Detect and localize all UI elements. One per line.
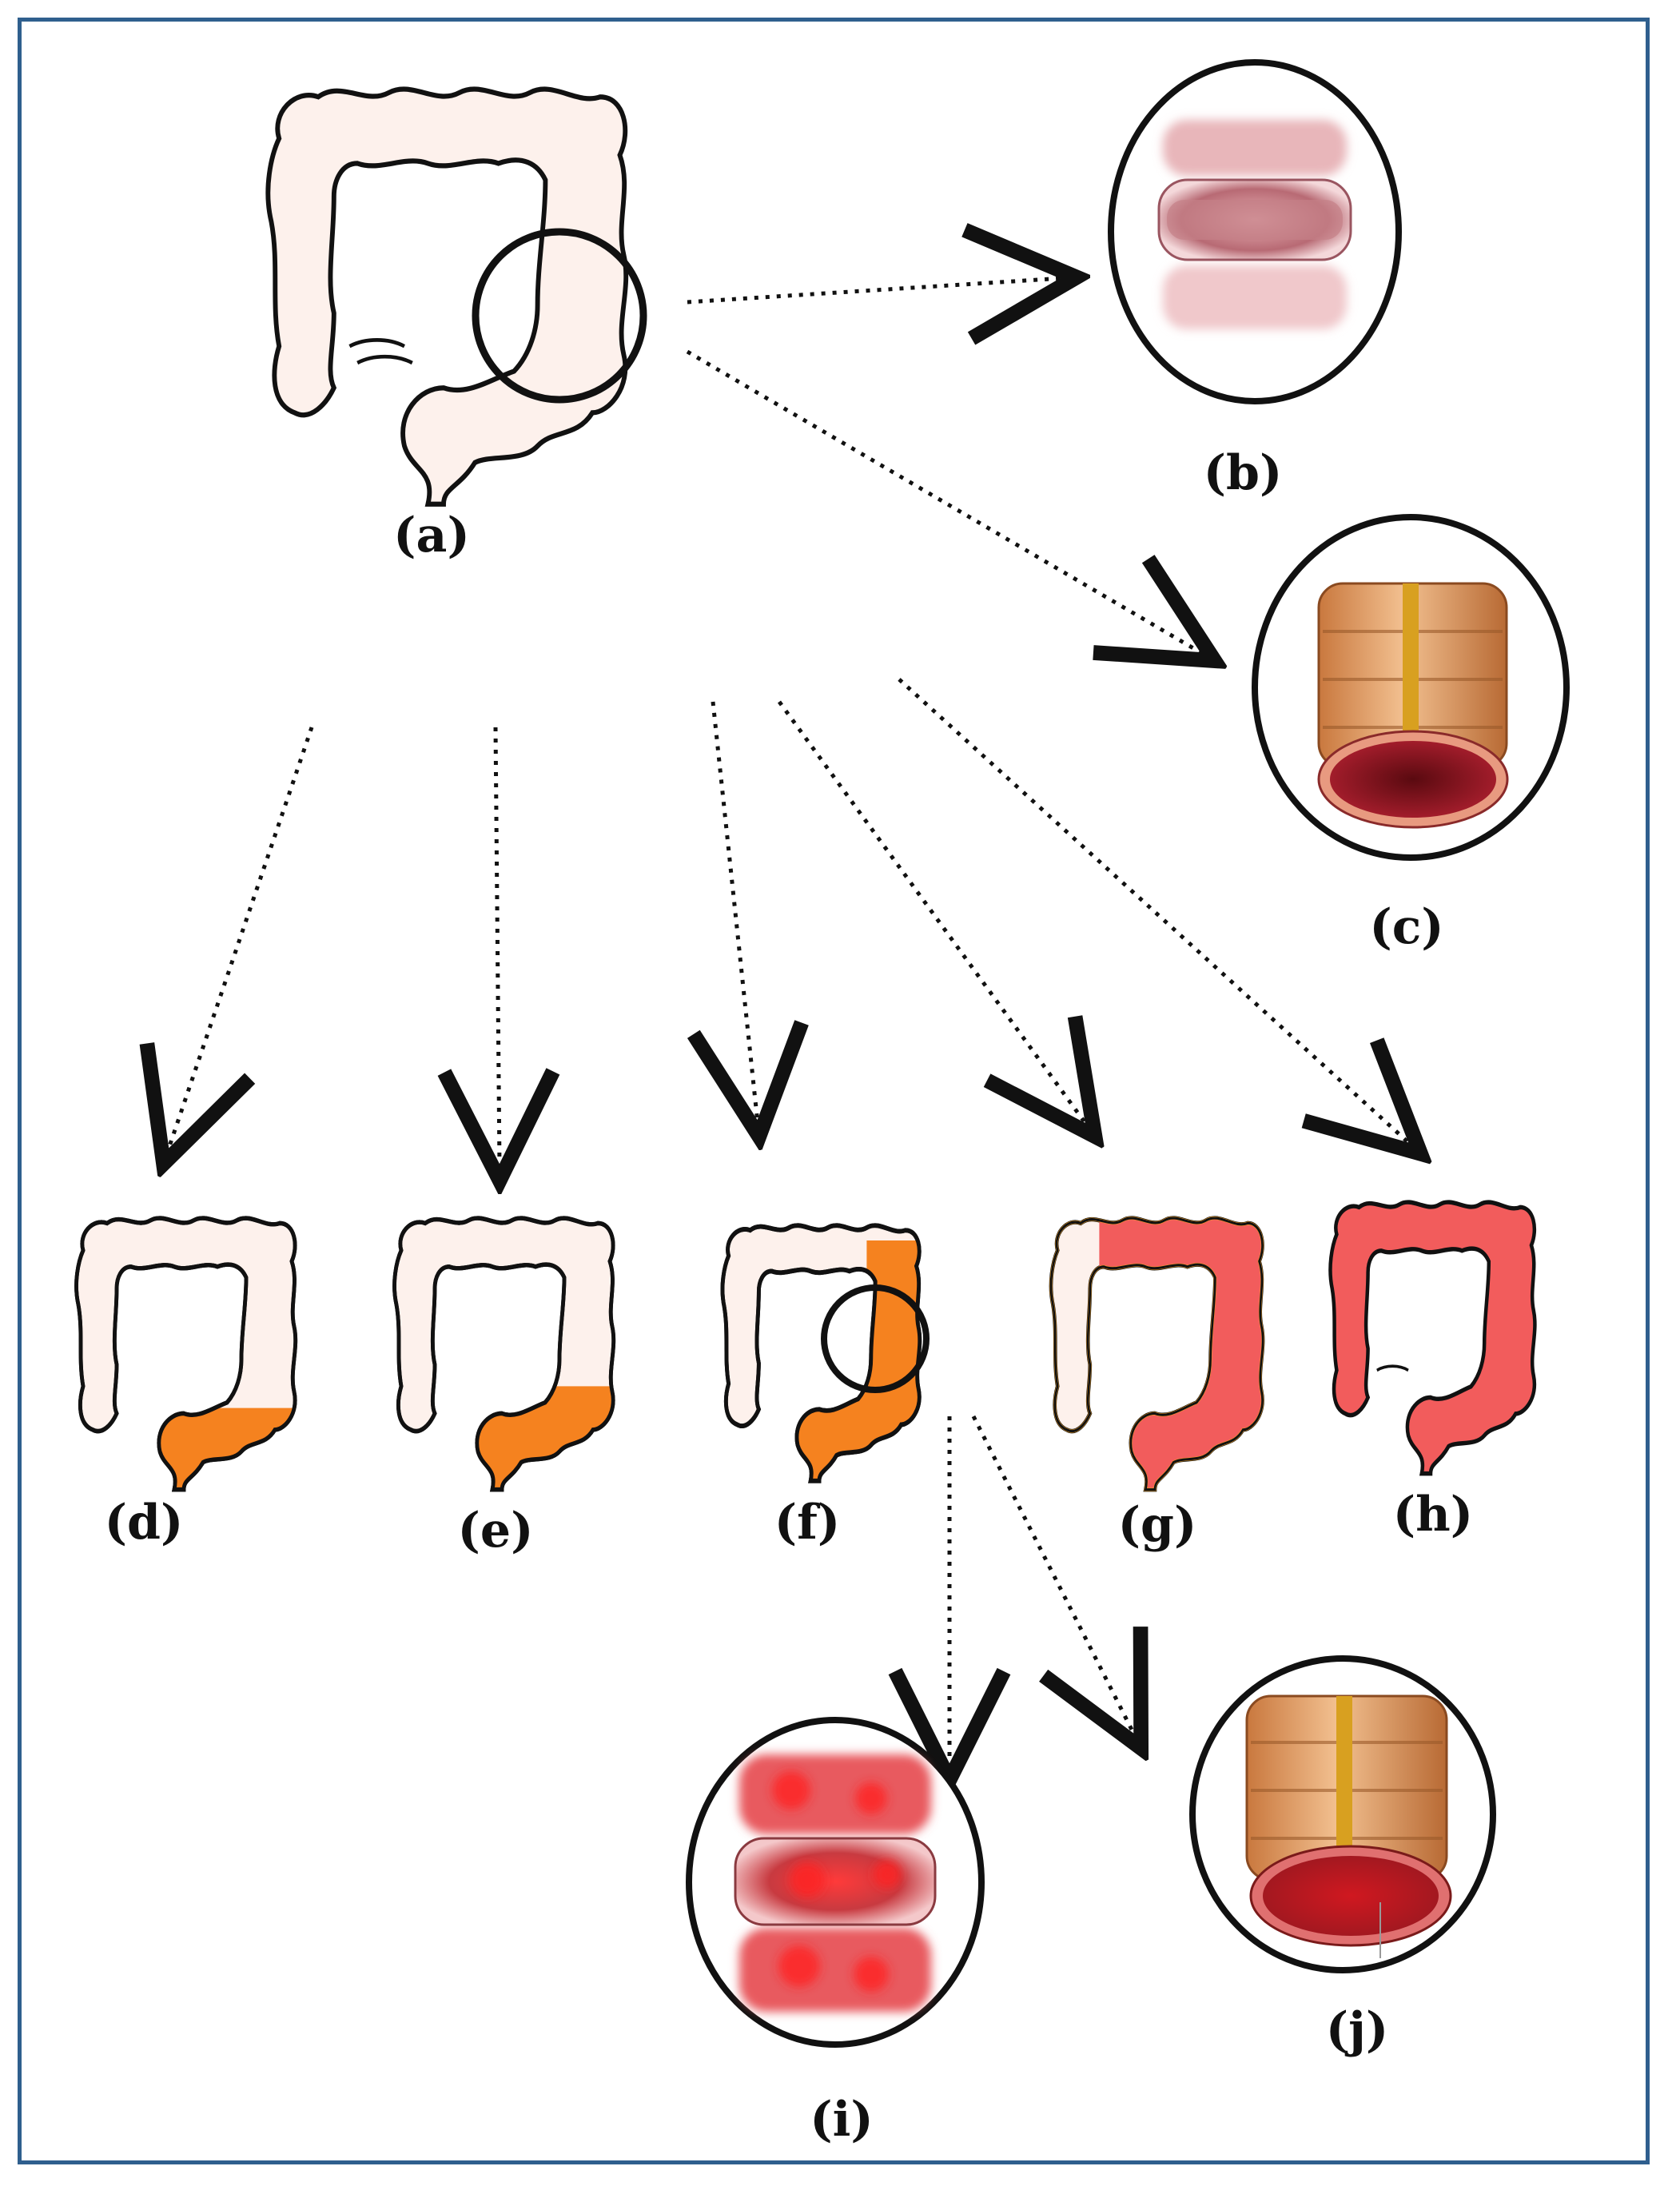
label-d: (d)	[105, 1495, 184, 1551]
arrow-a-to-d	[168, 727, 314, 1151]
label-a: (a)	[393, 508, 470, 563]
label-c: (c)	[1369, 899, 1443, 955]
arrow-a-to-f	[713, 701, 758, 1123]
colon-icon-e	[395, 1218, 636, 1517]
label-g: (g)	[1118, 1497, 1197, 1553]
arrow-f-to-j	[971, 1415, 1135, 1736]
mucosa-closeup-inflamed-icon	[686, 1717, 985, 2048]
arrow-a-to-b	[687, 278, 1063, 302]
arrow-a-to-h	[898, 678, 1411, 1145]
mucosa-closeup-icon	[1108, 59, 1402, 404]
label-e: (e)	[458, 1503, 534, 1559]
arrow-a-to-e	[496, 727, 500, 1167]
colon-icon	[268, 89, 626, 504]
arrow-a-to-c	[686, 349, 1203, 654]
arrows-from-f	[949, 1415, 1135, 1766]
colon-icon-g	[1051, 1207, 1284, 1517]
label-i: (i)	[810, 2092, 874, 2148]
label-f: (f)	[774, 1495, 841, 1551]
magnifier-circle-icon	[472, 228, 647, 404]
colon-section-inflamed-icon	[1189, 1655, 1496, 1973]
magnifier-circle-icon-f	[821, 1284, 930, 1393]
label-b: (b)	[1204, 445, 1283, 501]
colon-icon-h	[1330, 1202, 1535, 1474]
label-j: (j)	[1326, 2002, 1389, 2058]
arrow-a-to-g	[777, 700, 1087, 1125]
label-h: (h)	[1393, 1487, 1473, 1543]
colon-icon-d	[77, 1218, 296, 1517]
arrows-from-a	[168, 278, 1411, 1167]
colon-section-icon	[1252, 514, 1570, 861]
